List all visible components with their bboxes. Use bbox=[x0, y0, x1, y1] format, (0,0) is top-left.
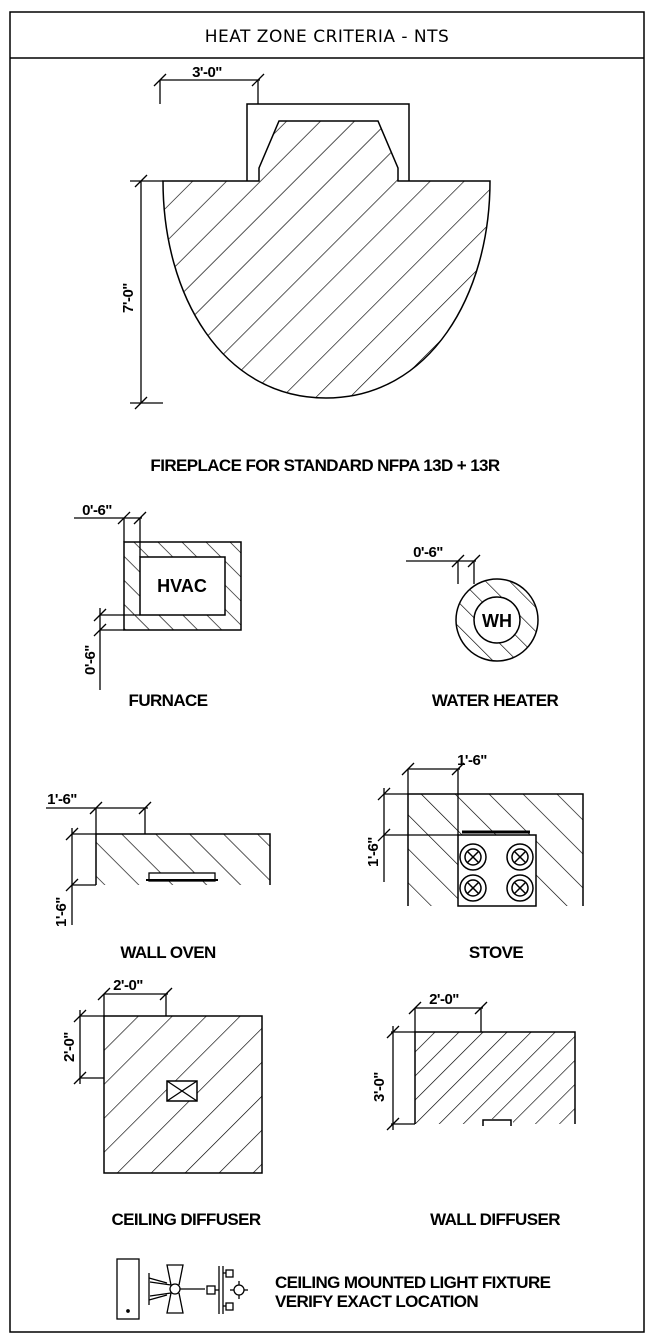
light-fixture-caption-line1: CEILING MOUNTED LIGHT FIXTURE bbox=[275, 1273, 551, 1292]
oven-width-label: 1'-6" bbox=[47, 791, 77, 808]
stove-diagram: 1'-6" 1'-6" bbox=[365, 752, 584, 907]
water-heater-dim-label: 0'-6" bbox=[413, 544, 443, 561]
ceiling-diffuser-diagram: 2'-0" 2'-0" bbox=[61, 977, 263, 1174]
wall-diffuser-caption: WALL DIFFUSER bbox=[430, 1210, 560, 1229]
wall-diffuser-unit bbox=[481, 1119, 513, 1127]
stove-dims bbox=[377, 762, 465, 882]
fireplace-width-dim bbox=[153, 73, 265, 104]
wall-oven-caption: WALL OVEN bbox=[120, 943, 216, 962]
fireplace-width-label: 3'-0" bbox=[192, 64, 222, 81]
wall-diffuser-heat-zone bbox=[415, 1032, 575, 1124]
sheet-border bbox=[9, 11, 645, 1333]
wh-label: WH bbox=[482, 611, 512, 631]
door-icon bbox=[116, 1258, 140, 1320]
wall-oven-dims bbox=[46, 801, 152, 925]
wall-light-fixture-icon bbox=[206, 1266, 248, 1314]
wall-diffuser-height-label: 3'-0" bbox=[371, 1072, 388, 1102]
fireplace-height-dim bbox=[130, 174, 163, 410]
ceiling-diffuser-dims bbox=[73, 987, 173, 1085]
furnace-diagram: HVAC 0'-6" 0'-6" bbox=[74, 502, 242, 690]
water-heater-dim bbox=[406, 554, 481, 584]
fireplace-height-label: 7'-0" bbox=[120, 283, 137, 313]
furnace-side-dim-label: 0'-6" bbox=[82, 645, 99, 675]
wall-diffuser-width-label: 2'-0" bbox=[429, 991, 459, 1008]
fireplace-caption: FIREPLACE FOR STANDARD NFPA 13D + 13R bbox=[150, 456, 499, 475]
hvac-label: HVAC bbox=[157, 576, 207, 596]
furnace-top-dim-label: 0'-6" bbox=[82, 502, 112, 519]
sheet-title: HEAT ZONE CRITERIA - NTS bbox=[205, 27, 450, 47]
ceiling-fan-icon bbox=[148, 1264, 205, 1314]
water-heater-unit bbox=[473, 596, 521, 644]
stove-unit bbox=[457, 834, 537, 907]
fireplace-unit bbox=[246, 103, 410, 181]
ceiling-diffuser-width-label: 2'-0" bbox=[113, 977, 143, 994]
furnace-unit bbox=[139, 556, 226, 616]
wall-oven-diagram: 1'-6" 1'-6" bbox=[46, 791, 271, 927]
stove-burners bbox=[459, 843, 534, 902]
water-heater-caption: WATER HEATER bbox=[432, 691, 559, 710]
furnace-dims bbox=[74, 511, 147, 690]
light-fixture-symbols bbox=[116, 1258, 248, 1320]
ceiling-diffuser-height-label: 2'-0" bbox=[61, 1032, 78, 1062]
light-fixture-caption-line2: VERIFY EXACT LOCATION bbox=[275, 1292, 478, 1311]
stove-height-label: 1'-6" bbox=[365, 837, 382, 867]
furnace-caption: FURNACE bbox=[129, 691, 208, 710]
wall-diffuser-dims bbox=[386, 1001, 488, 1131]
fireplace-heat-zone bbox=[162, 120, 491, 399]
wall-diffuser-diagram: 2'-0" 3'-0" bbox=[371, 991, 576, 1131]
oven-height-label: 1'-6" bbox=[53, 897, 70, 927]
stove-width-label: 1'-6" bbox=[457, 752, 487, 769]
fireplace-diagram: 3'-0" 7'-0" bbox=[120, 64, 491, 410]
water-heater-diagram: WH 0'-6" bbox=[406, 544, 539, 662]
ceiling-diffuser-caption: CEILING DIFFUSER bbox=[111, 1210, 260, 1229]
stove-caption: STOVE bbox=[469, 943, 524, 962]
